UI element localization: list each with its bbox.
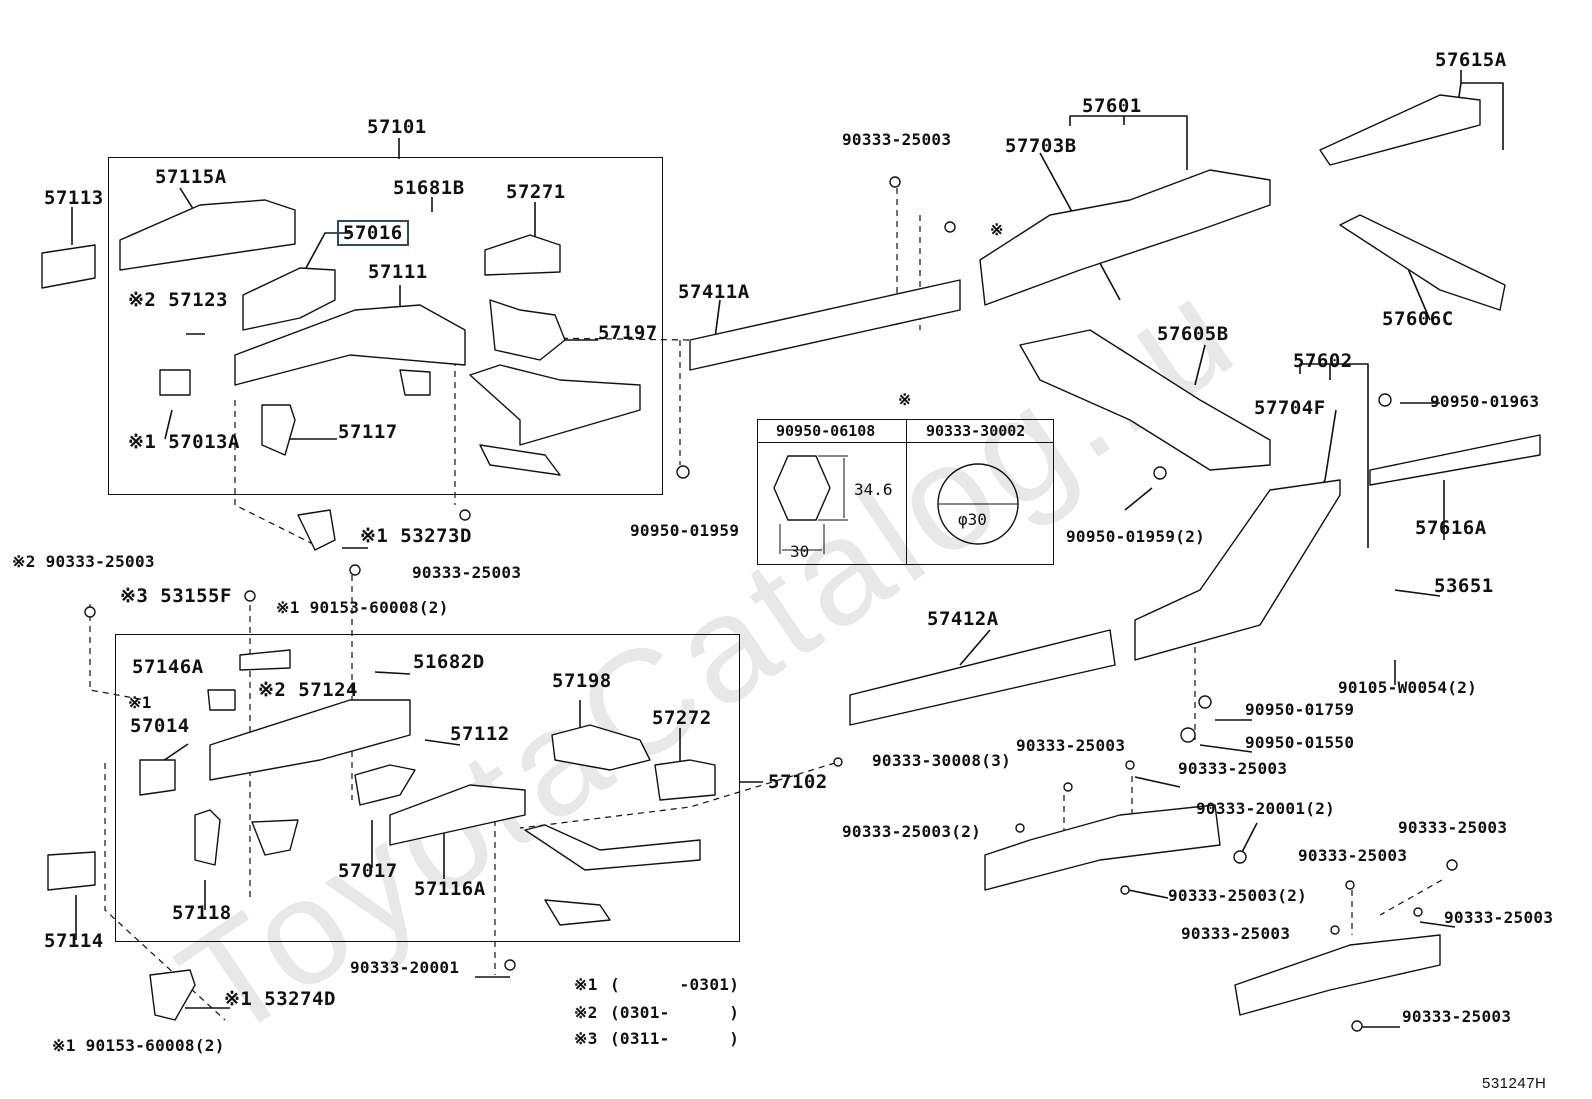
label-57616A: 57616A (1415, 517, 1487, 539)
label-mark-x: ※ (990, 220, 1004, 239)
label-90333-20001-a: 90333-20001 (350, 958, 460, 977)
label-90153-60008-b: ※1 90153-60008(2) (52, 1036, 225, 1055)
legend-range-1: ( -0301) (610, 975, 740, 994)
label-90333-25003-h: 90333-25003 (1298, 846, 1408, 865)
spec-table: 90950-06108 90333-30002 34.6 30 φ30 (757, 419, 1054, 565)
label-57117: 57117 (338, 421, 398, 443)
label-90950-01959-b: 90950-01959(2) (1066, 527, 1206, 546)
label-57601: 57601 (1082, 95, 1142, 117)
label-57116A: 57116A (414, 878, 486, 900)
group-box-57101 (108, 157, 663, 495)
legend-mark-1: ※1 (574, 975, 598, 994)
label-90333-25003-c: 90333-25003 (1016, 736, 1126, 755)
label-53155F: ※3 53155F (120, 585, 232, 607)
legend-mark-2: ※2 (574, 1003, 598, 1022)
label-90333-25003-a: 90333-25003 (412, 563, 522, 582)
label-57114: 57114 (44, 930, 104, 952)
label-90153-60008-a: ※1 90153-60008(2) (276, 598, 449, 617)
label-90950-01963: 90950-01963 (1430, 392, 1540, 411)
spec-col1-header: 90950-06108 (776, 422, 876, 440)
label-57118: 57118 (172, 902, 232, 924)
hex-nut-icon (773, 455, 848, 554)
round-plug-icon (937, 463, 1019, 545)
label-57703B: 57703B (1005, 135, 1077, 157)
label-90333-25003-i: 90333-25003 (1444, 908, 1554, 927)
label-53274D: ※1 53274D (224, 988, 336, 1010)
label-57606C: 57606C (1382, 308, 1454, 330)
label-57014: 57014 (130, 715, 190, 737)
label-90333-25003-f: 90333-25003(2) (1168, 886, 1308, 905)
label-57198: 57198 (552, 670, 612, 692)
label-90950-01759: 90950-01759 (1245, 700, 1355, 719)
label-57115A: 57115A (155, 166, 227, 188)
label-57113: 57113 (44, 187, 104, 209)
label-57272: 57272 (652, 707, 712, 729)
spec-dim-width: 30 (790, 542, 810, 561)
spec-dim-height: 34.6 (854, 480, 893, 499)
label-90333-25003-g: 90333-25003 (1398, 818, 1508, 837)
label-57017: 57017 (338, 860, 398, 882)
spec-table-mark: ※ (898, 390, 912, 409)
label-57271: 57271 (506, 181, 566, 203)
label-51682D: 51682D (413, 651, 485, 673)
legend-range-3: (0311- ) (610, 1029, 740, 1048)
label-57602: 57602 (1293, 350, 1353, 372)
leader-57601 (1069, 115, 1188, 170)
label-57411A: 57411A (678, 281, 750, 303)
diagram-code: 531247H (1482, 1075, 1547, 1092)
label-90950-01550: 90950-01550 (1245, 733, 1355, 752)
label-90333-30008: 90333-30008(3) (872, 751, 1012, 770)
label-57146A: 57146A (132, 656, 204, 678)
label-90333-25003-top: 90333-25003 (842, 130, 952, 149)
label-57605B: 57605B (1157, 323, 1229, 345)
label-57016-highlighted[interactable]: 57016 (337, 220, 409, 246)
label-57704F: 57704F (1254, 397, 1326, 419)
label-57412A: 57412A (927, 608, 999, 630)
label-57102: 57102 (768, 771, 828, 793)
label-90333-25003-b: ※2 90333-25003 (12, 552, 155, 571)
label-53651: 53651 (1434, 575, 1494, 597)
label-90333-25003-e: 90333-25003(2) (842, 822, 982, 841)
legend-range-2: (0301- ) (610, 1003, 740, 1022)
label-57615A: 57615A (1435, 49, 1507, 71)
label-90105-W0054: 90105-W0054(2) (1338, 678, 1478, 697)
label-57013A: ※1 57013A (128, 431, 240, 453)
label-53273D: ※1 53273D (360, 525, 472, 547)
label-57112: 57112 (450, 723, 510, 745)
label-mark1: ※1 (128, 693, 152, 712)
label-90333-25003-j: 90333-25003 (1181, 924, 1291, 943)
label-90333-25003-k: 90333-25003 (1402, 1007, 1512, 1026)
spec-dim-diameter: φ30 (958, 510, 987, 529)
label-57197: 57197 (598, 322, 658, 344)
label-57124: ※2 57124 (258, 679, 358, 701)
label-57111: 57111 (368, 261, 428, 283)
label-57123: ※2 57123 (128, 289, 228, 311)
legend-mark-3: ※3 (574, 1029, 598, 1048)
group-box-57102 (115, 634, 740, 942)
label-90333-20001-b: 90333-20001(2) (1196, 799, 1336, 818)
label-90333-25003-d: 90333-25003 (1178, 759, 1288, 778)
label-51681B: 51681B (393, 177, 465, 199)
label-57101: 57101 (367, 116, 427, 138)
spec-col2-header: 90333-30002 (926, 422, 1026, 440)
label-90950-01959-a: 90950-01959 (630, 521, 740, 540)
